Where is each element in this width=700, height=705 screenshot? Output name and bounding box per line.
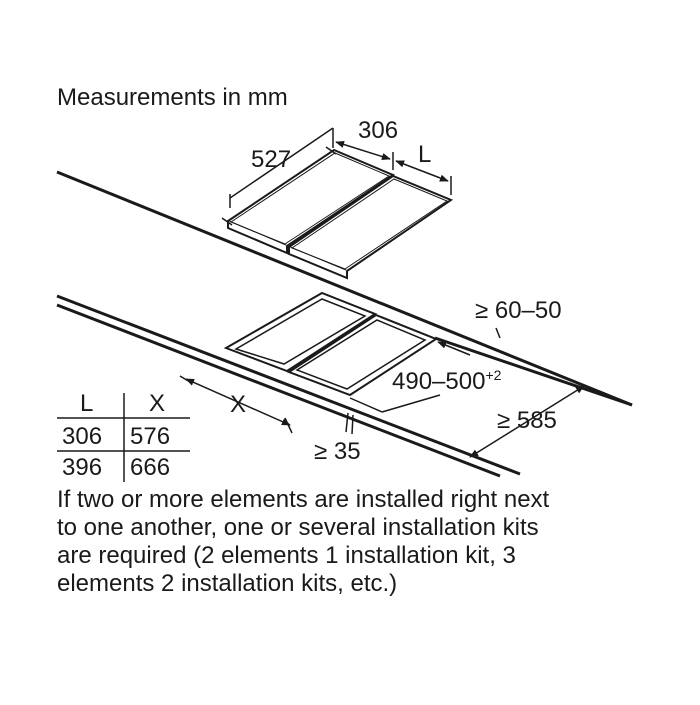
label-tolerance: +2 [485, 367, 501, 383]
note-line-1: If two or more elements are installed ri… [57, 486, 550, 513]
table-cell-r1-L: 306 [62, 423, 102, 450]
table-header-L: L [80, 390, 93, 417]
dimension-X [179, 375, 293, 434]
label-490-500: 490–500+2 [392, 367, 502, 395]
table-cell-r2-X: 666 [130, 454, 170, 481]
hob-module-right [286, 174, 454, 280]
table-cell-r2-L: 396 [62, 454, 102, 481]
label-35: ≥ 35 [314, 438, 361, 465]
dimension-490-500 [349, 341, 471, 413]
label-490-500-value: 490–500 [392, 368, 485, 395]
dimension-527 [221, 127, 337, 226]
label-527: 527 [251, 146, 291, 173]
label-L: L [418, 141, 431, 168]
upper-worktop-edge [56, 170, 633, 407]
dimension-585 [469, 385, 585, 458]
dimension-306 [332, 128, 394, 170]
measurements-heading: Measurements in mm [57, 84, 288, 111]
label-585: ≥ 585 [497, 407, 557, 434]
dimension-table: L X 306 576 396 666 [57, 390, 190, 482]
label-X: X [230, 391, 246, 418]
note-line-3: are required (2 elements 1 installation … [57, 542, 516, 569]
cutout-openings [223, 291, 439, 397]
note-line-4: elements 2 installation kits, etc.) [57, 570, 398, 597]
dimension-L [395, 160, 452, 195]
table-cell-r1-X: 576 [130, 423, 170, 450]
label-60-50: ≥ 60–50 [475, 297, 562, 324]
label-306: 306 [358, 117, 398, 144]
table-header-X: X [149, 390, 165, 417]
dimension-35 [345, 412, 354, 435]
note-line-2: to one another, one or several installat… [57, 514, 539, 541]
installation-kit-note: If two or more elements are installed ri… [57, 486, 677, 598]
leader-60-50 [495, 327, 501, 339]
